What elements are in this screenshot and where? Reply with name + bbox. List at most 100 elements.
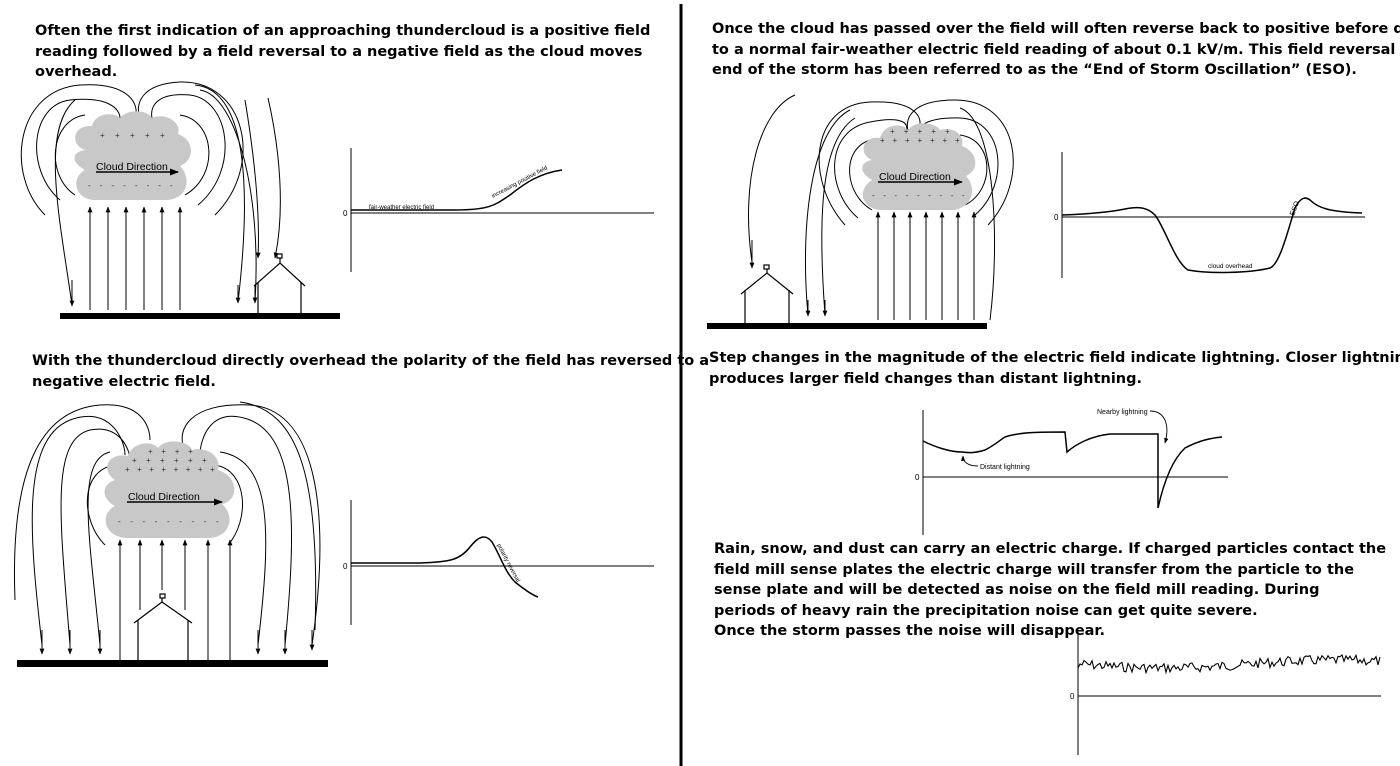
zero-label: 0 [1070, 692, 1075, 701]
increasing-positive-label: increasing positive field [491, 165, 549, 199]
text-line: sense plate and will be detected as nois… [714, 582, 1320, 598]
house [133, 593, 193, 660]
cloud-direction-label: Cloud Direction [128, 491, 200, 503]
text-line: produces larger field changes than dista… [709, 370, 1143, 387]
positive-charge: + [890, 127, 895, 136]
nearby-pointer [1149, 410, 1169, 444]
polarity-reversal-label: polarity reversal [495, 543, 520, 583]
positive-charge: + [186, 465, 191, 474]
negative-charge: - [906, 191, 909, 200]
positive-charge: + [161, 447, 166, 456]
field-trace [922, 431, 1223, 509]
negative-charge: - [928, 191, 931, 200]
negative-charge: - [88, 181, 91, 190]
positive-charge: + [161, 465, 166, 474]
cloud-overhead-label: cloud overhead [1208, 263, 1253, 270]
noise-trace [1077, 653, 1381, 675]
negative-charge: - [100, 181, 103, 190]
negative-charge: - [883, 191, 886, 200]
positive-charge: + [943, 136, 948, 145]
positive-charge: + [198, 465, 203, 474]
zero-label: 0 [915, 473, 920, 482]
cloud: +++++ -------- [74, 111, 192, 200]
negative-charge: - [130, 517, 133, 526]
positive-charge: + [148, 447, 153, 456]
ground [707, 323, 987, 329]
text-line: negative electric field. [32, 373, 216, 390]
negative-charge: - [158, 181, 161, 190]
overhead-text: With the thundercloud directly overhead … [32, 351, 709, 390]
positive-charge: + [904, 127, 909, 136]
cloud: +++++ +++++++ --------- [862, 123, 976, 210]
positive-charge: + [174, 456, 179, 465]
negative-charge: - [143, 517, 146, 526]
negative-charge: - [962, 191, 965, 200]
field-trace [351, 536, 539, 598]
nearby-lightning-label: Nearby lightning [1097, 409, 1148, 416]
house [740, 264, 794, 323]
negative-charge: - [895, 191, 898, 200]
positive-charge: + [188, 456, 193, 465]
negative-charge: - [204, 517, 207, 526]
distant-pointer [960, 455, 979, 467]
eso-label: ESO [1289, 200, 1301, 217]
negative-charge: - [167, 517, 170, 526]
field-trace [351, 169, 563, 211]
negative-charge: - [155, 517, 158, 526]
text-line: Once the storm passes the noise will dis… [714, 623, 1106, 639]
cloud: ++++ ++++++ ++++++++ --------- [104, 441, 235, 538]
distant-lightning-label: Distant lightning [980, 464, 1030, 471]
positive-charge: + [146, 456, 151, 465]
negative-charge: - [147, 181, 150, 190]
positive-charge: + [893, 136, 898, 145]
negative-charge: - [135, 181, 138, 190]
positive-charge: + [125, 465, 130, 474]
field-arrows [749, 211, 977, 320]
field-lines [13, 401, 321, 646]
negative-charge: - [192, 517, 195, 526]
text-line: end of the storm has been referred to as… [712, 62, 1357, 78]
text-line: Often the first indication of an approac… [35, 23, 651, 39]
cloud-direction-label: Cloud Direction [879, 171, 951, 183]
positive-charge: + [175, 447, 180, 456]
ground [60, 313, 340, 319]
passed-text: Once the cloud has passed over the field… [712, 19, 1400, 81]
rain-text: Rain, snow, and dust can carry an electr… [714, 539, 1386, 642]
positive-charge: + [945, 127, 950, 136]
ground [17, 660, 328, 667]
text-line: to a normal fair-weather electric field … [712, 41, 1400, 58]
approaching-diagram: +++++ -------- Cloud Direction [20, 81, 340, 319]
noise-graph: 0 [1070, 632, 1381, 755]
zero-label: 0 [343, 562, 348, 571]
cloud-direction-label: Cloud Direction [96, 161, 168, 173]
positive-charge: + [174, 465, 179, 474]
negative-charge: - [216, 517, 219, 526]
text-line: Rain, snow, and dust can carry an electr… [714, 541, 1387, 557]
text-line: With the thundercloud directly overhead … [32, 353, 710, 369]
positive-charge: + [160, 131, 165, 140]
field-trace [1061, 197, 1363, 274]
positive-charge: + [955, 136, 960, 145]
field-arrows [39, 539, 315, 660]
text-line: periods of heavy rain the precipitation … [714, 602, 1258, 619]
approaching-text: Often the first indication of an approac… [35, 21, 650, 83]
field-arrows [69, 97, 281, 310]
negative-charge: - [917, 191, 920, 200]
zero-label: 0 [1054, 213, 1059, 222]
negative-charge: - [111, 181, 114, 190]
approaching-graph: 0 fair-weather electric field increasing… [343, 148, 654, 272]
negative-charge: - [940, 191, 943, 200]
positive-charge: + [931, 127, 936, 136]
text-line: Once the cloud has passed over the field… [712, 21, 1400, 37]
positive-charge: + [137, 465, 142, 474]
field-lines [20, 81, 257, 306]
positive-charge: + [132, 456, 137, 465]
passed-graph: 0 cloud overhead ESO [1054, 152, 1365, 278]
overhead-graph: 0 polarity reversal [343, 500, 654, 625]
text-line: reading followed by a field reversal to … [35, 43, 643, 60]
positive-charge: + [145, 131, 150, 140]
overhead-diagram: ++++ ++++++ ++++++++ --------- Cloud Dir… [13, 401, 328, 667]
positive-charge: + [918, 127, 923, 136]
negative-charge: - [118, 517, 121, 526]
fair-weather-label: fair-weather electric field [369, 205, 434, 211]
